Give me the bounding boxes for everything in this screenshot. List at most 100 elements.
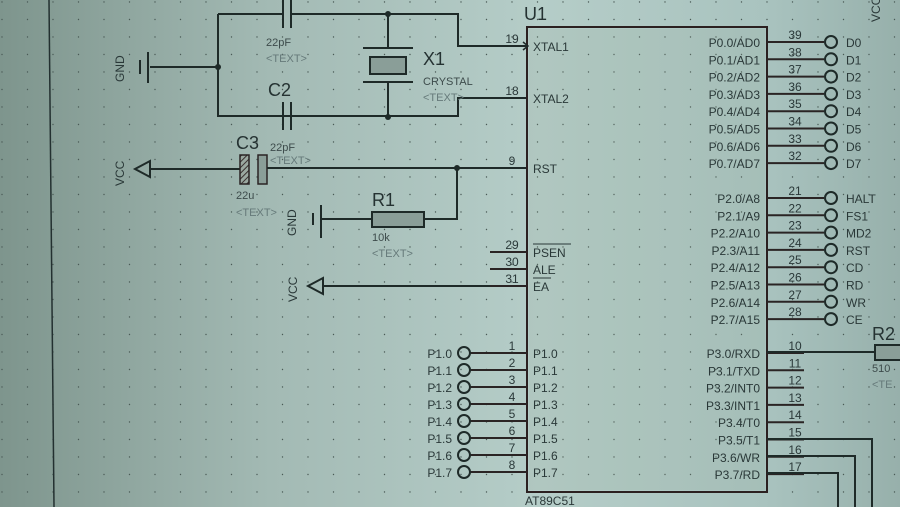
- p1-terminal[interactable]: P1.0: [427, 346, 490, 361]
- terminal-circle: [824, 242, 838, 257]
- terminal-circle: [457, 414, 471, 428]
- terminal-circle: [824, 121, 838, 136]
- terminal-circle: [824, 191, 838, 205]
- p3-wires: [767, 344, 900, 507]
- pin-number: 25: [788, 253, 802, 267]
- junction: [385, 114, 391, 120]
- chip-part: AT89C51: [525, 494, 575, 507]
- wire-wr: [767, 455, 856, 507]
- pin-name: P0.6/AD6: [709, 140, 761, 154]
- pin-number: 36: [788, 80, 802, 94]
- pin-number: 18: [505, 84, 519, 98]
- chip-pin-left[interactable]: 5P1.4: [490, 407, 558, 429]
- r2-text: <TE: [872, 379, 892, 391]
- net-label: MD2: [846, 227, 872, 241]
- net-label: HALT: [846, 192, 876, 206]
- net-label: D2: [846, 71, 862, 85]
- net-label: D1: [846, 53, 862, 67]
- junction: [385, 11, 391, 17]
- pin-number: 4: [509, 390, 516, 404]
- terminal-circle: [824, 104, 838, 119]
- terminal-label: P1.4: [427, 415, 452, 429]
- pin-number: 8: [509, 458, 516, 472]
- pin-number: 7: [509, 441, 516, 455]
- pin-name: P3.5/T1: [718, 434, 760, 448]
- chip-pin-left[interactable]: 2P1.1: [490, 356, 558, 378]
- pin-name: P0.5/AD5: [709, 123, 761, 137]
- pin-number: 1: [509, 339, 516, 353]
- p1-terminal[interactable]: P1.7: [427, 465, 490, 480]
- pin-name: P1.3: [533, 398, 558, 412]
- terminal-circle: [824, 86, 838, 101]
- pin-name: RST: [533, 162, 558, 176]
- pin-name: P1.4: [533, 415, 558, 429]
- vcc2-label: VCC: [286, 276, 300, 302]
- terminal-label: P1.0: [427, 347, 452, 361]
- r2-ref: R2: [872, 324, 895, 344]
- pin-name: P1.6: [533, 449, 558, 463]
- c1-value: 22pF: [266, 37, 291, 49]
- chip-pin-left[interactable]: 3P1.2: [490, 373, 558, 395]
- net-label: D7: [846, 157, 862, 171]
- pin-number: 23: [788, 219, 802, 233]
- p1-terminal[interactable]: P1.1: [427, 363, 490, 378]
- p1-terminal[interactable]: P1.5: [427, 431, 490, 446]
- p1-terminal[interactable]: P1.4: [427, 414, 490, 429]
- chip-pin-left[interactable]: 8P1.7: [490, 458, 558, 480]
- pin-number: 31: [505, 272, 519, 286]
- net-label: RST: [846, 244, 871, 258]
- terminal-circle: [824, 225, 838, 240]
- r1-text: <TEXT>: [372, 248, 413, 260]
- r2-body: [874, 344, 900, 361]
- p1-terminal[interactable]: P1.2: [427, 380, 490, 395]
- chip-pin-left[interactable]: 4P1.3: [490, 390, 558, 412]
- pin-name: P2.7/A15: [711, 313, 761, 327]
- pin-name: ALE: [533, 263, 556, 277]
- sheet-border-line: [48, 0, 55, 507]
- terminal-circle: [457, 363, 471, 377]
- net-label: RD: [846, 279, 864, 293]
- p1-terminal[interactable]: P1.6: [427, 448, 490, 463]
- pin-name: P0.2/AD2: [709, 71, 761, 85]
- p1-terminal[interactable]: P1.3: [427, 397, 490, 412]
- chip-pin-left[interactable]: 7P1.6: [490, 441, 558, 463]
- net-label: D5: [846, 123, 862, 137]
- pin-number: 29: [505, 238, 519, 252]
- terminal-circle: [824, 35, 838, 49]
- pin-number: 16: [788, 443, 802, 457]
- chip-pin-left[interactable]: 1P1.0: [490, 339, 558, 361]
- chip-pin-left[interactable]: 6P1.5: [490, 424, 558, 446]
- pin-name: P1.5: [533, 432, 558, 446]
- terminal-label: P1.2: [427, 381, 452, 395]
